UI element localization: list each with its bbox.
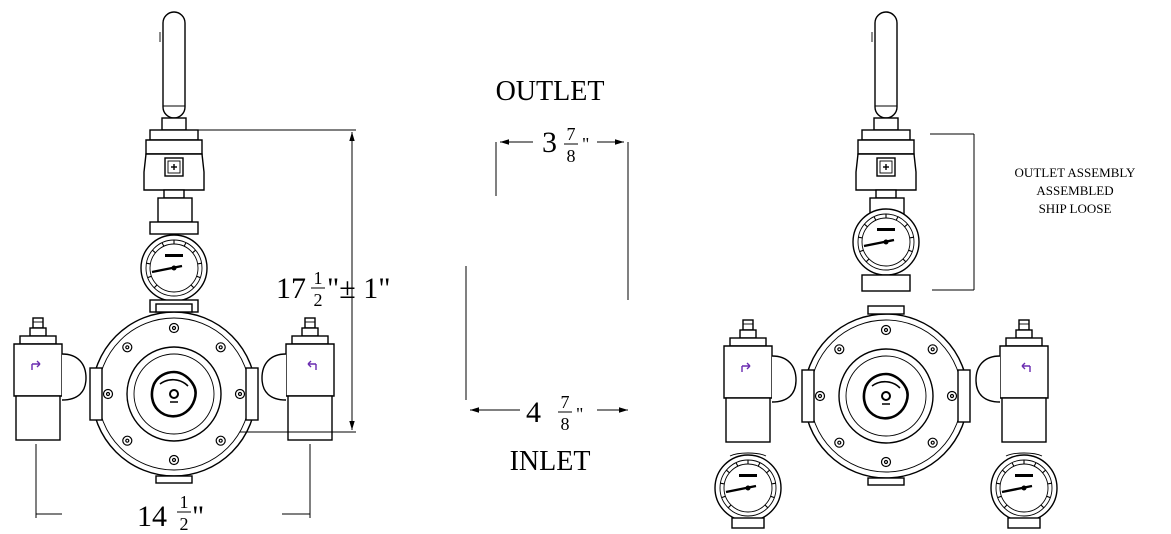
svg-text:3: 3 bbox=[542, 126, 557, 159]
ball-valve-outlet-loose bbox=[855, 11, 917, 223]
right-view-right-check-valve bbox=[975, 319, 1049, 443]
inlet-offset-dimension: 4 7 8 " bbox=[526, 392, 583, 434]
mixing-valve-body-right bbox=[802, 304, 970, 487]
left-assembly: 17 1 2 "± 1" 14 1 2 " bbox=[13, 11, 390, 534]
inlet-label: INLET bbox=[510, 446, 591, 477]
outlet-offset-dimension: 3 7 8 " bbox=[542, 124, 589, 166]
svg-text:8: 8 bbox=[561, 414, 570, 434]
svg-text:": " bbox=[576, 404, 583, 424]
right-check-valve bbox=[261, 317, 335, 441]
svg-text:SHIP LOOSE: SHIP LOOSE bbox=[1039, 201, 1112, 216]
svg-text:8: 8 bbox=[567, 146, 576, 166]
width-dimension: 14 1 2 " bbox=[137, 492, 204, 534]
ball-valve-outlet bbox=[143, 11, 205, 223]
outlet-label: OUTLET bbox=[496, 76, 605, 107]
outlet-gauge bbox=[139, 233, 209, 303]
outlet-assembly-note: OUTLET ASSEMBLY ASSEMBLED SHIP LOOSE bbox=[1015, 165, 1136, 216]
right-assembly: OUTLET ASSEMBLY ASSEMBLED SHIP LOOSE bbox=[713, 11, 1136, 529]
svg-text:17: 17 bbox=[276, 272, 306, 305]
outlet-gauge-loose bbox=[851, 207, 921, 277]
svg-text:7: 7 bbox=[567, 124, 576, 144]
height-dimension: 17 1 2 "± 1" bbox=[276, 268, 390, 310]
svg-text:"± 1": "± 1" bbox=[327, 272, 390, 305]
svg-text:2: 2 bbox=[314, 290, 323, 310]
svg-text:4: 4 bbox=[526, 396, 541, 429]
svg-text:14: 14 bbox=[137, 500, 167, 533]
svg-text:1: 1 bbox=[314, 268, 323, 288]
svg-text:2: 2 bbox=[180, 514, 189, 534]
svg-text:ASSEMBLED: ASSEMBLED bbox=[1036, 183, 1113, 198]
inlet-gauge-left bbox=[713, 452, 783, 529]
svg-text:": " bbox=[582, 134, 589, 154]
right-view-left-check-valve bbox=[723, 319, 797, 443]
svg-text:7: 7 bbox=[561, 392, 570, 412]
svg-text:1: 1 bbox=[180, 492, 189, 512]
svg-text:": " bbox=[192, 500, 204, 533]
center-dimensions: OUTLET 3 7 8 " 4 7 8 " INLET bbox=[465, 76, 629, 477]
left-check-valve bbox=[13, 317, 87, 441]
inlet-gauge-right bbox=[989, 452, 1059, 529]
svg-text:OUTLET ASSEMBLY: OUTLET ASSEMBLY bbox=[1015, 165, 1136, 180]
mixing-valve-body bbox=[90, 302, 258, 485]
